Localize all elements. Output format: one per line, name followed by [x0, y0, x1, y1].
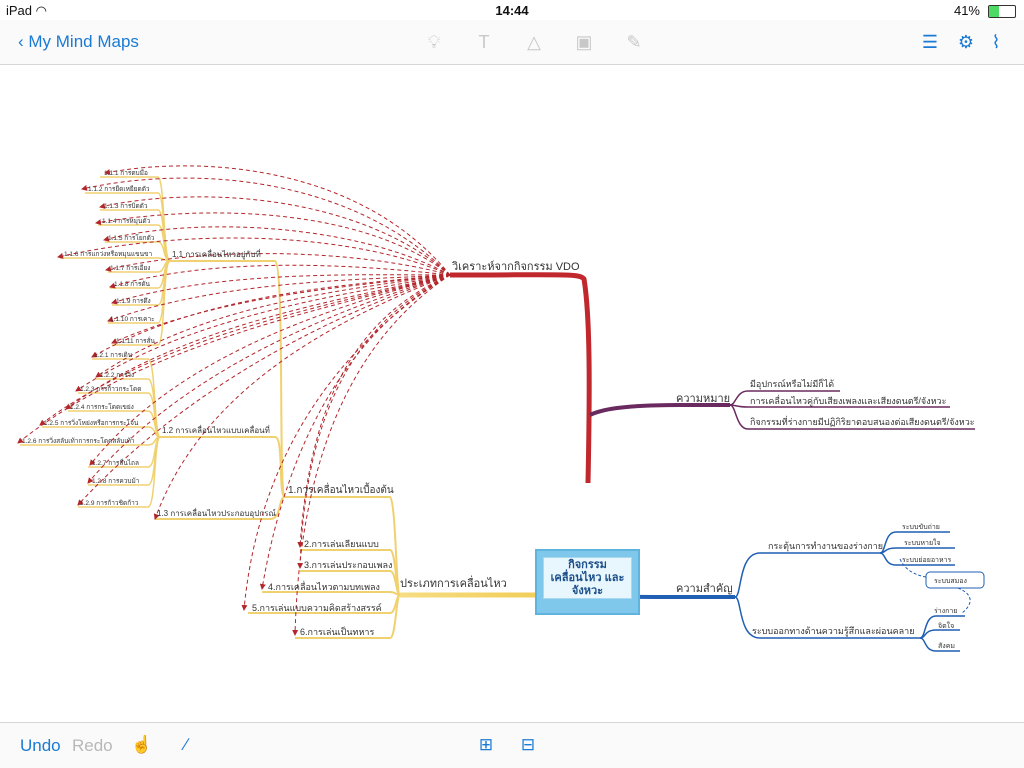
type-item-1[interactable]: 1.การเคลื่อนไหวเบื้องต้น [288, 482, 394, 496]
sub-11[interactable]: 1.1 การเคลื่อนไหวอยู่กับที่ [172, 248, 261, 260]
type-item-3[interactable]: 3.การเล่นประกอบเพลง [304, 560, 392, 570]
bottom-toolbar: Undo Redo ☝ ∕ ⊞ ⊟ [0, 722, 1024, 768]
sub-11-item-6[interactable]: 1.1.6 การแกว่งหรือหมุนแขนขา [64, 250, 153, 258]
sub-11-item-7[interactable]: 1.1.7 การเอียง [110, 264, 150, 272]
branch-vdo-line [449, 272, 592, 484]
importance-a[interactable]: กระตุ้นการทำงานของร่างกาย [768, 541, 883, 552]
sub-12-item-3[interactable]: 1.2.3 การก้าวกระโดด [80, 385, 141, 393]
add-subtopic-icon[interactable]: ⊞ [478, 735, 494, 754]
sub-12-item-4[interactable]: 1.2.4 การกระโดดเขย่ง [70, 403, 134, 411]
outline-list-icon[interactable]: ☰ [921, 32, 939, 52]
node-importance[interactable]: ความสำคัญ [676, 583, 733, 595]
status-bar: iPad ◠ 14:44 41% [0, 0, 1024, 20]
wifi-icon: ◠ [35, 3, 47, 18]
gesture-icon[interactable]: ☝ [131, 735, 153, 754]
sub-12-item-6[interactable]: 1.2.6 การวิ่งสลับเท้าการกระโดดสลับเท้า [22, 436, 135, 445]
importance-a-item-1[interactable]: ระบบขับถ่าย [902, 523, 940, 531]
image-icon[interactable]: ▣ [575, 32, 593, 52]
importance-a-item-3[interactable]: ระบบย่อยอาหาร [902, 557, 951, 564]
sub-11-item-2[interactable]: 1.1.2 การยืดเหยียดตัว [88, 185, 150, 193]
map-settings-icon[interactable]: ⚙ [957, 32, 975, 52]
node-meaning[interactable]: ความหมาย [676, 393, 730, 405]
clock: 14:44 [495, 3, 529, 18]
importance-a-item-4[interactable]: ระบบสมอง [934, 578, 967, 585]
central-topic[interactable]: กิจกรรมเคลื่อนไหว และจังหวะ [535, 549, 640, 615]
node-vdo[interactable]: วิเคราะห์จากกิจกรรม VDO [451, 260, 580, 273]
lightbulb-icon[interactable]: 💡︎ [427, 32, 441, 52]
mind-map: วิเคราะห์จากกิจกรรม VDO ความหมาย มีอุปกร… [17, 165, 985, 652]
attachment-icon[interactable]: ⌇ [991, 32, 1001, 52]
sub-12-item-1[interactable]: 1.2.1 การเดิน [94, 351, 133, 359]
relationship-arrows [17, 165, 451, 636]
sub-12-item-8[interactable]: 1.2.8 การควบม้า [92, 477, 140, 485]
sub-12-item-5[interactable]: 1.2.5 การวิ่งโหย่งหรือการกระโจน [44, 418, 139, 427]
relationship-line-icon[interactable]: ∕ [184, 735, 188, 754]
mind-map-canvas[interactable]: วิเคราะห์จากกิจกรรม VDO ความหมาย มีอุปกร… [0, 65, 1024, 722]
sub-11-item-11[interactable]: 1.1.11 การสั่น [116, 336, 155, 345]
sub-11-item-5[interactable]: 1.1.5 การโยกตัว [108, 234, 155, 242]
sub-12-item-9[interactable]: 1.2.9 การก้าวชิดก้าว [80, 499, 139, 507]
meaning-item-3[interactable]: กิจกรรมที่ร่างกายมีปฏิกิริยาตอบสนองต่อเส… [750, 415, 975, 427]
sub-11-item-1[interactable]: 1.1.1 การตบมือ [104, 169, 148, 177]
back-label: My Mind Maps [28, 32, 139, 51]
undo-button[interactable]: Undo [20, 736, 61, 755]
importance-b[interactable]: ระบบออกทางด้านความรู้สึกและผ่อนคลาย [752, 626, 914, 637]
importance-b-item-1[interactable]: ร่างกาย [934, 608, 957, 615]
meaning-item-2[interactable]: การเคลื่อนไหวคู่กับเสียงเพลงและเสียงดนตร… [750, 394, 947, 407]
battery-icon [988, 5, 1016, 18]
importance-b-item-3[interactable]: สังคม [938, 642, 955, 650]
type-item-5[interactable]: 5.การเล่นแบบความคิดสร้างสรรค์ [252, 602, 382, 613]
branch-meaning-line [589, 403, 730, 417]
meaning-item-1[interactable]: มีอุปกรณ์หรือไม่มีก็ได้ [750, 377, 834, 390]
sub-11-item-8[interactable]: 1.1.8 การดัน [114, 280, 151, 288]
sub-12-item-7[interactable]: 1.2.7 การลื่นไถล [92, 458, 139, 467]
sub-13[interactable]: 1.3 การเคลื่อนไหวประกอบอุปกรณ์ [157, 507, 276, 518]
device-label: iPad ◠ [6, 3, 47, 18]
sub-11-item-9[interactable]: 1.1.9 การดึง [116, 297, 151, 305]
redo-button[interactable]: Redo [72, 736, 113, 755]
type-item-6[interactable]: 6.การเล่นเป็นทหาร [300, 625, 374, 637]
type-item-4[interactable]: 4.การเคลื่อนไหวตามบทเพลง [268, 580, 380, 592]
text-icon[interactable]: T [478, 32, 490, 52]
sub-12-item-2[interactable]: 1.2.2 การวิ่ง [100, 370, 134, 379]
sub-11-item-10[interactable]: 1.1.10 การเคาะ [110, 316, 155, 323]
sub-11-item-3[interactable]: 1.1.3 การบิดตัว [104, 202, 148, 210]
pencil-icon[interactable]: ✎ [626, 32, 642, 52]
shapes-icon[interactable]: △ [527, 32, 541, 52]
battery-percent: 41% [953, 3, 980, 18]
importance-a-item-2[interactable]: ระบบหายใจ [904, 538, 941, 547]
importance-b-item-2[interactable]: จิตใจ [938, 621, 954, 630]
type-item-2[interactable]: 2.การเล่นเลียนแบบ [304, 539, 379, 549]
sub-12[interactable]: 1.2 การเคลื่อนไหวแบบเคลื่อนที่ [162, 424, 270, 435]
back-button[interactable]: ‹ My Mind Maps [18, 32, 139, 51]
top-toolbar: ‹ My Mind Maps 💡︎ T △ ▣ ✎ ☰ ⚙ ⌇ [0, 20, 1024, 65]
central-topic-label: กิจกรรมเคลื่อนไหว และจังหวะ [543, 557, 632, 599]
add-sibling-topic-icon[interactable]: ⊟ [520, 735, 536, 754]
sub-11-item-4[interactable]: 1.1.4 การหมุนตัว [102, 217, 151, 225]
node-types[interactable]: ประเภทการเคลื่อนไหว [400, 575, 507, 590]
